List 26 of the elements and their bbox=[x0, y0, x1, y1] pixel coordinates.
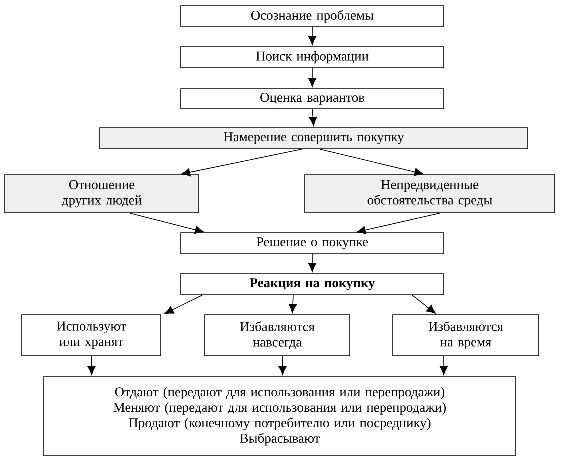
arrow bbox=[288, 295, 298, 314]
process-box: Отдают (передают для использования или перепродажи) Меняют (передают для использования или перепродажи) Продают (конечному потребителю или посреднику) Выбрасывают bbox=[44, 376, 516, 456]
process-box: Отношение других людей bbox=[4, 174, 200, 214]
arrow bbox=[130, 213, 204, 234]
process-box: Решение о покупке bbox=[180, 232, 444, 254]
process-box: Избавляются на время bbox=[392, 314, 540, 356]
arrow bbox=[412, 295, 436, 314]
arrow bbox=[320, 149, 424, 176]
process-box: Намерение совершить покупку bbox=[100, 128, 528, 150]
arrow bbox=[309, 109, 318, 126]
arrow bbox=[356, 213, 440, 234]
process-box: Используют или хранят bbox=[22, 314, 162, 356]
process-box: Осознание проблемы bbox=[180, 6, 444, 28]
process-box: Избавляются навсегда bbox=[204, 314, 350, 356]
arrow bbox=[88, 356, 96, 376]
arrow bbox=[278, 356, 287, 376]
process-box: Непредвиденные обстоятельства среды bbox=[304, 174, 556, 214]
process-box: Поиск информации bbox=[180, 46, 444, 68]
arrow bbox=[164, 295, 203, 314]
arrow bbox=[308, 68, 317, 88]
arrow bbox=[308, 27, 317, 46]
process-box: Реакция на покупку bbox=[180, 274, 444, 296]
arrow bbox=[181, 149, 302, 177]
process-box: Оценка вариантов bbox=[180, 88, 444, 110]
arrow bbox=[308, 254, 317, 272]
arrow bbox=[440, 356, 448, 376]
